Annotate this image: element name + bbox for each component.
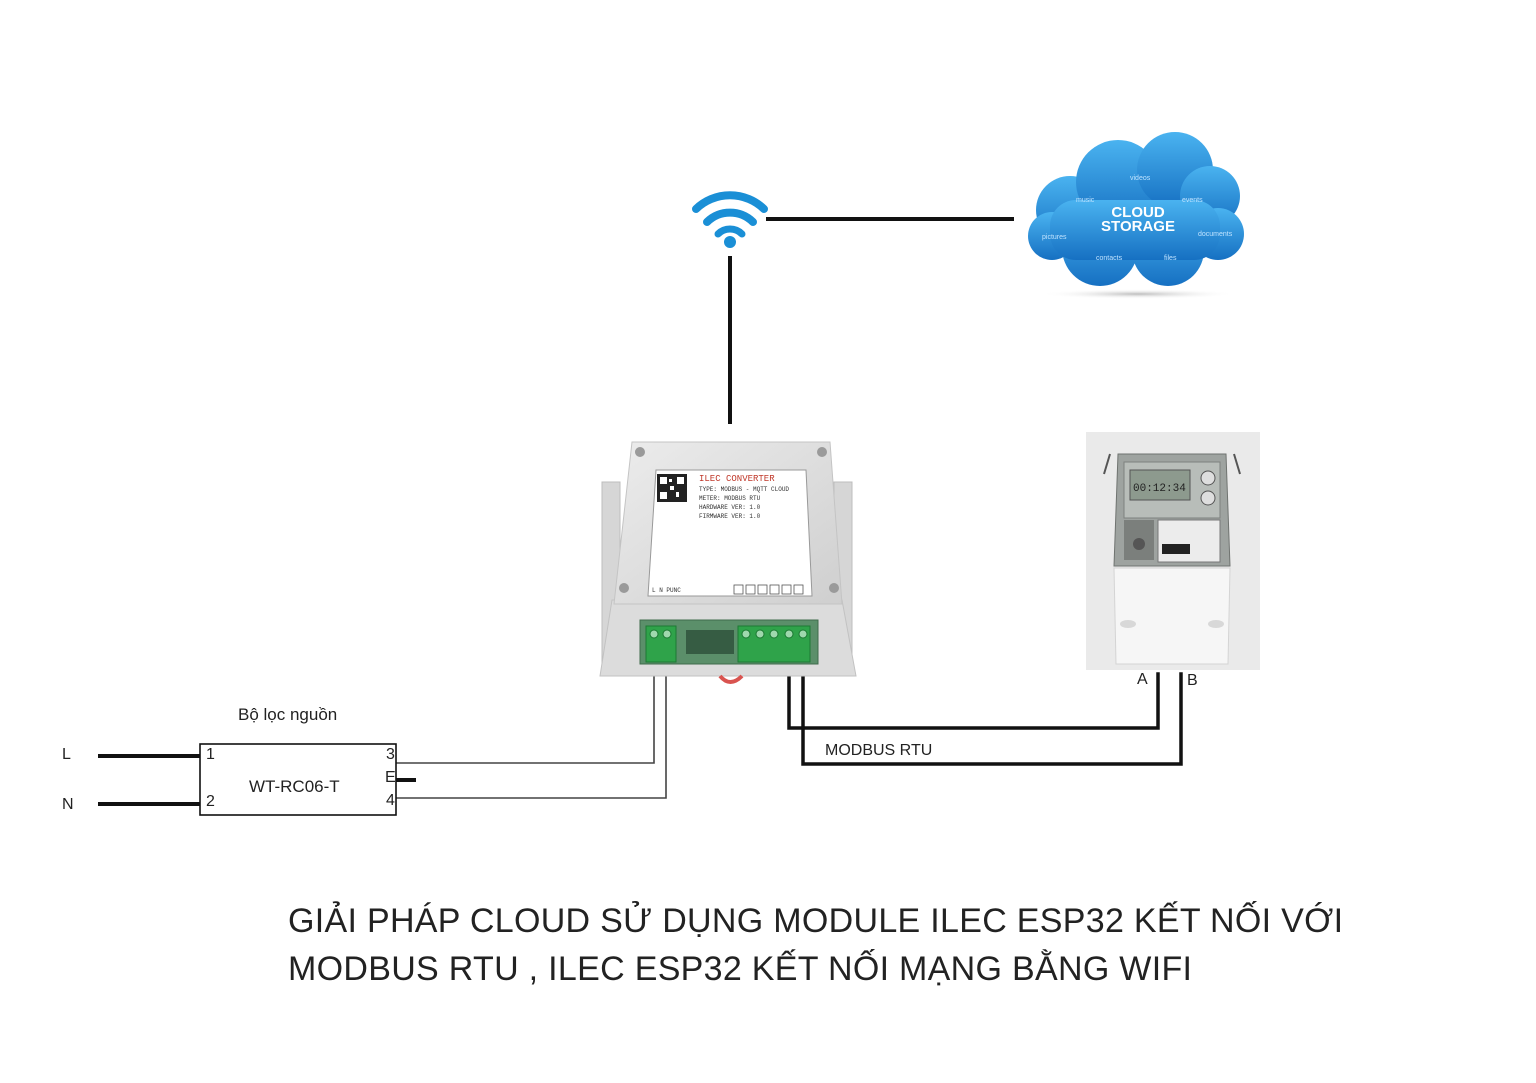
filter-pin-3: 3 bbox=[386, 746, 395, 763]
filter-pin-1: 1 bbox=[206, 746, 215, 763]
power-terminal-block bbox=[645, 625, 677, 663]
filter-box bbox=[199, 743, 397, 816]
energy-meter: 00:12:34 bbox=[1086, 432, 1260, 670]
wiring bbox=[98, 217, 1183, 806]
modbus-b-wire bbox=[801, 630, 1183, 766]
caption-line-1: GIẢI PHÁP CLOUD SỬ DỤNG MODULE ILEC ESP3… bbox=[288, 902, 1344, 940]
filter-pin-e: E bbox=[385, 769, 396, 786]
converter-label-line-1: METER: MODBUS RTU bbox=[699, 495, 761, 502]
meter-terminal-a: A bbox=[1137, 671, 1148, 688]
modbus-terminal-block bbox=[737, 625, 811, 663]
mains-line-label: L bbox=[62, 746, 71, 763]
meter-display: 00:12:34 bbox=[1133, 483, 1186, 495]
label-terminal-markers bbox=[733, 584, 804, 595]
filter-out-4-wire bbox=[395, 631, 667, 799]
cloud-keyword-1: music bbox=[1076, 197, 1095, 204]
converter-label-line-3: FIRMWARE VER: 1.0 bbox=[699, 513, 761, 520]
wifi-icon bbox=[692, 191, 768, 248]
power-filter bbox=[199, 743, 397, 816]
converter-label-bottom: L N PUNC bbox=[652, 587, 681, 594]
converter-label-line-0: TYPE: MODBUS - MQTT CLOUD bbox=[699, 486, 789, 493]
caption-line-2: MODBUS RTU , ILEC ESP32 KẾT NỐI MẠNG BẰN… bbox=[288, 950, 1193, 988]
cloud-keyword-4: documents bbox=[1198, 231, 1233, 238]
mains-neutral-label: N bbox=[62, 796, 74, 813]
modbus-label: MODBUS RTU bbox=[825, 742, 933, 759]
cloud-keyword-3: pictures bbox=[1042, 234, 1067, 241]
qr-code bbox=[657, 474, 687, 502]
converter-label-line-2: HARDWARE VER: 1.0 bbox=[699, 504, 761, 511]
cloud-keyword-2: events bbox=[1182, 197, 1203, 204]
cloud-storage: videos music events pictures documents c… bbox=[1028, 132, 1244, 299]
ilec-converter-module: ILEC CONVERTER TYPE: MODBUS - MQTT CLOUD… bbox=[599, 441, 857, 684]
filter-pin-4: 4 bbox=[386, 792, 395, 809]
cloud-keyword-0: videos bbox=[1130, 175, 1151, 182]
filter-model: WT-RC06-T bbox=[249, 777, 340, 796]
cloud-keyword-5: contacts bbox=[1096, 255, 1123, 262]
meter-terminal-b: B bbox=[1187, 672, 1198, 689]
cloud-title-line1: CLOUD bbox=[1111, 204, 1164, 221]
modbus-a-wire bbox=[787, 630, 1160, 730]
cloud-title-line2: STORAGE bbox=[1101, 218, 1175, 235]
cloud-keyword-6: files bbox=[1164, 255, 1177, 262]
filter-title: Bộ lọc nguồn bbox=[238, 705, 338, 724]
converter-label-title: ILEC CONVERTER bbox=[699, 474, 775, 484]
filter-pin-2: 2 bbox=[206, 793, 215, 810]
